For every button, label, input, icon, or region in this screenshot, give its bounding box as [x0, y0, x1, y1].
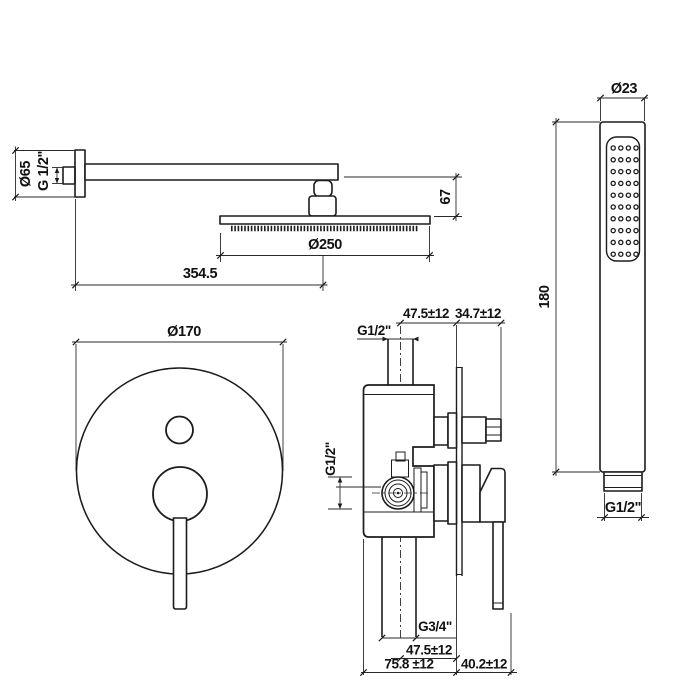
shower-outlet-connector — [433, 412, 502, 449]
dim-flange-diameter: Ø65 — [11, 146, 75, 201]
ball-joint-lower — [308, 195, 337, 217]
dim-wall-thread: G 1/2" — [36, 151, 63, 191]
wall-thread-connector — [62, 166, 76, 185]
spray-dot — [610, 168, 616, 175]
handle-lever-side — [492, 521, 504, 610]
spray-dot — [633, 204, 639, 210]
handle-lever-front — [172, 517, 188, 610]
spray-dot — [610, 251, 616, 257]
mixer-side-view: 47.5±12 34.7±12 G1/2" — [323, 306, 517, 677]
handshower-length-label: 180 — [537, 285, 553, 308]
wall-thread-label: G 1/2" — [36, 151, 52, 191]
cartridge-detail — [372, 451, 429, 513]
head-diameter-label: Ø250 — [308, 237, 342, 253]
spray-dot — [625, 216, 632, 222]
hand-shower-view: Ø23 180 G1/2" — [537, 81, 649, 522]
spray-dot — [625, 251, 632, 257]
rain-head-disc — [219, 215, 431, 225]
mixer-front-view: Ø170 — [72, 324, 287, 610]
spray-dot — [633, 192, 639, 198]
wall-flange — [74, 149, 86, 198]
dim-plate-diameter: Ø170 — [72, 324, 287, 471]
handshower-connector — [603, 471, 643, 492]
spray-dot — [625, 204, 632, 210]
dim-side-inlet-thread: G1/2" — [323, 442, 381, 510]
handle-assembly-side — [433, 461, 506, 610]
spray-dot — [610, 204, 616, 210]
joint-height-label: 67 — [438, 189, 454, 205]
plate-diameter-label: Ø170 — [167, 324, 201, 340]
diverter-button — [165, 415, 194, 445]
plate-to-end-label: 34.7±12 — [455, 306, 501, 321]
dim-arm-length: 354.5 — [71, 199, 328, 291]
spray-dot — [610, 192, 616, 198]
spray-dot — [618, 180, 624, 187]
inlet-offset-top-label: 47.5±12 — [403, 306, 449, 321]
spray-dot — [618, 239, 624, 246]
spray-dot — [618, 145, 624, 151]
body-depth-label: 75.8 ±12 — [384, 657, 433, 672]
spray-dot — [633, 227, 639, 234]
dim-handshower-diameter: Ø23 — [596, 81, 649, 121]
dim-top-offsets: 47.5±12 34.7±12 — [396, 306, 505, 327]
handle-projection-label: 40.2±12 — [461, 657, 507, 672]
spray-dot — [618, 192, 624, 198]
handle-body-side — [479, 467, 506, 523]
dim-joint-height: 67 — [344, 173, 462, 221]
dim-top-inlet-thread: G1/2" — [357, 323, 419, 342]
spray-dot — [625, 145, 632, 151]
dim-head-diameter: Ø250 — [216, 226, 434, 262]
handle-escutcheon — [461, 464, 481, 523]
spray-dot — [625, 239, 632, 246]
dim-handshower-length: 180 — [537, 118, 600, 476]
spray-dot — [633, 239, 639, 246]
spray-dot — [610, 145, 616, 151]
dim-bottom: G3/4" 47.5±12 75.8 ±12 40.2±12 — [359, 539, 517, 677]
spray-dot — [625, 227, 632, 234]
spray-dot — [633, 157, 639, 163]
spray-dot — [633, 180, 639, 187]
spray-dot — [618, 157, 624, 163]
spray-dot — [610, 239, 616, 246]
spray-dot — [618, 216, 624, 222]
bottom-outlet-thread-label: G3/4" — [418, 619, 452, 634]
handshower-thread-label: G1/2" — [605, 500, 641, 516]
handshower-diameter-label: Ø23 — [611, 81, 638, 97]
side-inlet-thread-label: G1/2" — [323, 442, 338, 476]
handle-hub — [152, 466, 208, 522]
spray-dot — [618, 227, 624, 234]
arm-length-label: 354.5 — [183, 266, 218, 282]
spray-dot — [610, 180, 616, 187]
spray-dot — [625, 168, 632, 175]
spray-dot — [618, 251, 624, 257]
spray-dot — [633, 216, 639, 222]
outlet-hex-cap — [485, 418, 502, 442]
spray-dot — [610, 227, 616, 234]
spray-dot — [625, 157, 632, 163]
dim-handshower-thread: G1/2" — [597, 493, 649, 522]
outlet-offset-bottom-label: 47.5±12 — [406, 643, 452, 658]
flange-diameter-label: Ø65 — [18, 161, 34, 188]
spray-dot — [618, 168, 624, 175]
spray-dot — [633, 168, 639, 175]
spray-dot — [625, 180, 632, 187]
spray-dot — [610, 216, 616, 222]
ball-joint-upper — [313, 179, 333, 198]
wall-plate-edge — [455, 325, 463, 675]
spray-dot — [610, 157, 616, 163]
spray-dot — [633, 251, 639, 257]
top-inlet-thread-label: G1/2" — [357, 323, 391, 338]
spray-face-plate — [605, 136, 641, 262]
spray-dot — [618, 204, 624, 210]
spray-dot — [625, 192, 632, 198]
spray-dots — [610, 145, 639, 257]
shower-arm — [84, 163, 339, 181]
spray-dot — [633, 145, 639, 151]
shower-arm-view: Ø65 G 1/2" 354.5 Ø250 — [11, 146, 462, 291]
